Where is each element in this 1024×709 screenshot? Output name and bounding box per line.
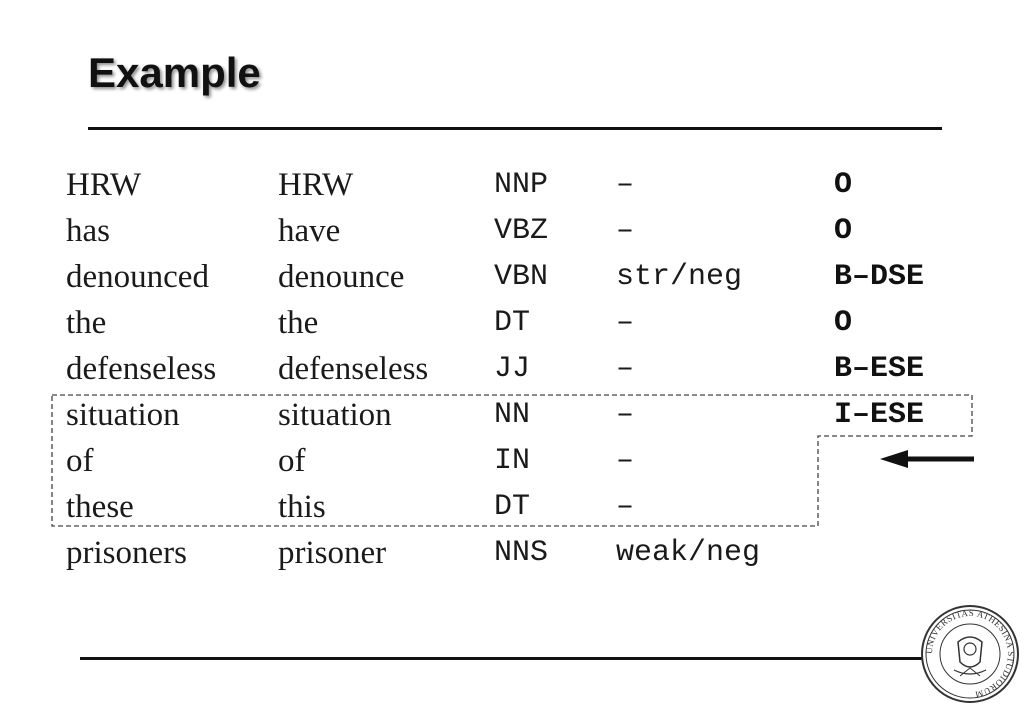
pos-cell: DT bbox=[494, 306, 531, 340]
lemma-cell: prisoner bbox=[278, 535, 387, 571]
pos-cell: VBZ bbox=[494, 214, 549, 248]
polarity-cell: – bbox=[616, 214, 635, 248]
label-cell: O bbox=[834, 214, 853, 248]
pos-cell: DT bbox=[494, 490, 531, 524]
word-cell: HRW bbox=[66, 167, 142, 203]
label-cell: I–ESE bbox=[834, 398, 925, 432]
word-cell: situation bbox=[66, 397, 180, 433]
word-cell: prisoners bbox=[66, 535, 187, 571]
pos-cell: VBN bbox=[494, 260, 549, 294]
table-row: HRW HRW NNP – O bbox=[0, 162, 1024, 208]
label-cell: B–ESE bbox=[834, 352, 925, 386]
polarity-cell: str/neg bbox=[616, 260, 743, 294]
table-row: prisoners prisoner NNS weak/neg bbox=[0, 530, 1024, 576]
word-cell: the bbox=[66, 305, 107, 341]
table-row: has have VBZ – O bbox=[0, 208, 1024, 254]
table-row: situation situation NN – I–ESE bbox=[0, 392, 1024, 438]
lemma-cell: the bbox=[278, 305, 319, 341]
tagged-sentence-table: HRW HRW NNP – O has have VBZ – O denounc… bbox=[0, 160, 1024, 590]
left-arrow-icon bbox=[880, 450, 974, 468]
slide-title: Example bbox=[88, 49, 261, 96]
polarity-cell: – bbox=[616, 444, 635, 478]
word-cell: defenseless bbox=[66, 351, 217, 387]
lemma-cell: this bbox=[278, 489, 326, 525]
table-row: defenseless defenseless JJ – B–ESE bbox=[0, 346, 1024, 392]
table-row: denounced denounce VBN str/neg B–DSE bbox=[0, 254, 1024, 300]
pos-cell: IN bbox=[494, 444, 531, 478]
polarity-cell: – bbox=[616, 398, 635, 432]
label-cell: B–DSE bbox=[834, 260, 925, 294]
pos-cell: NNS bbox=[494, 536, 549, 570]
university-seal-logo: UNIVERSITAS ATHESINA STUDIORUM bbox=[921, 605, 1019, 703]
table-row: of of IN – bbox=[0, 438, 1024, 484]
lemma-cell: denounce bbox=[278, 259, 405, 295]
lemma-cell: of bbox=[278, 443, 306, 479]
pos-cell: NNP bbox=[494, 168, 549, 202]
polarity-cell: – bbox=[616, 490, 635, 524]
polarity-cell: – bbox=[616, 306, 635, 340]
footer-rule bbox=[80, 657, 928, 660]
pos-cell: JJ bbox=[494, 352, 531, 386]
polarity-cell: weak/neg bbox=[616, 536, 761, 570]
word-cell: of bbox=[66, 443, 94, 479]
polarity-cell: – bbox=[616, 352, 635, 386]
polarity-cell: – bbox=[616, 168, 635, 202]
lemma-cell: HRW bbox=[278, 167, 354, 203]
title-rule bbox=[88, 127, 942, 130]
lemma-cell: defenseless bbox=[278, 351, 429, 387]
table-row: the the DT – O bbox=[0, 300, 1024, 346]
label-cell: O bbox=[834, 168, 853, 202]
word-cell: these bbox=[66, 489, 134, 525]
table-row: these this DT – bbox=[0, 484, 1024, 530]
lemma-cell: have bbox=[278, 213, 341, 249]
word-cell: has bbox=[66, 213, 110, 249]
pos-cell: NN bbox=[494, 398, 531, 432]
word-cell: denounced bbox=[66, 259, 209, 295]
lemma-cell: situation bbox=[278, 397, 392, 433]
label-cell: O bbox=[834, 306, 853, 340]
